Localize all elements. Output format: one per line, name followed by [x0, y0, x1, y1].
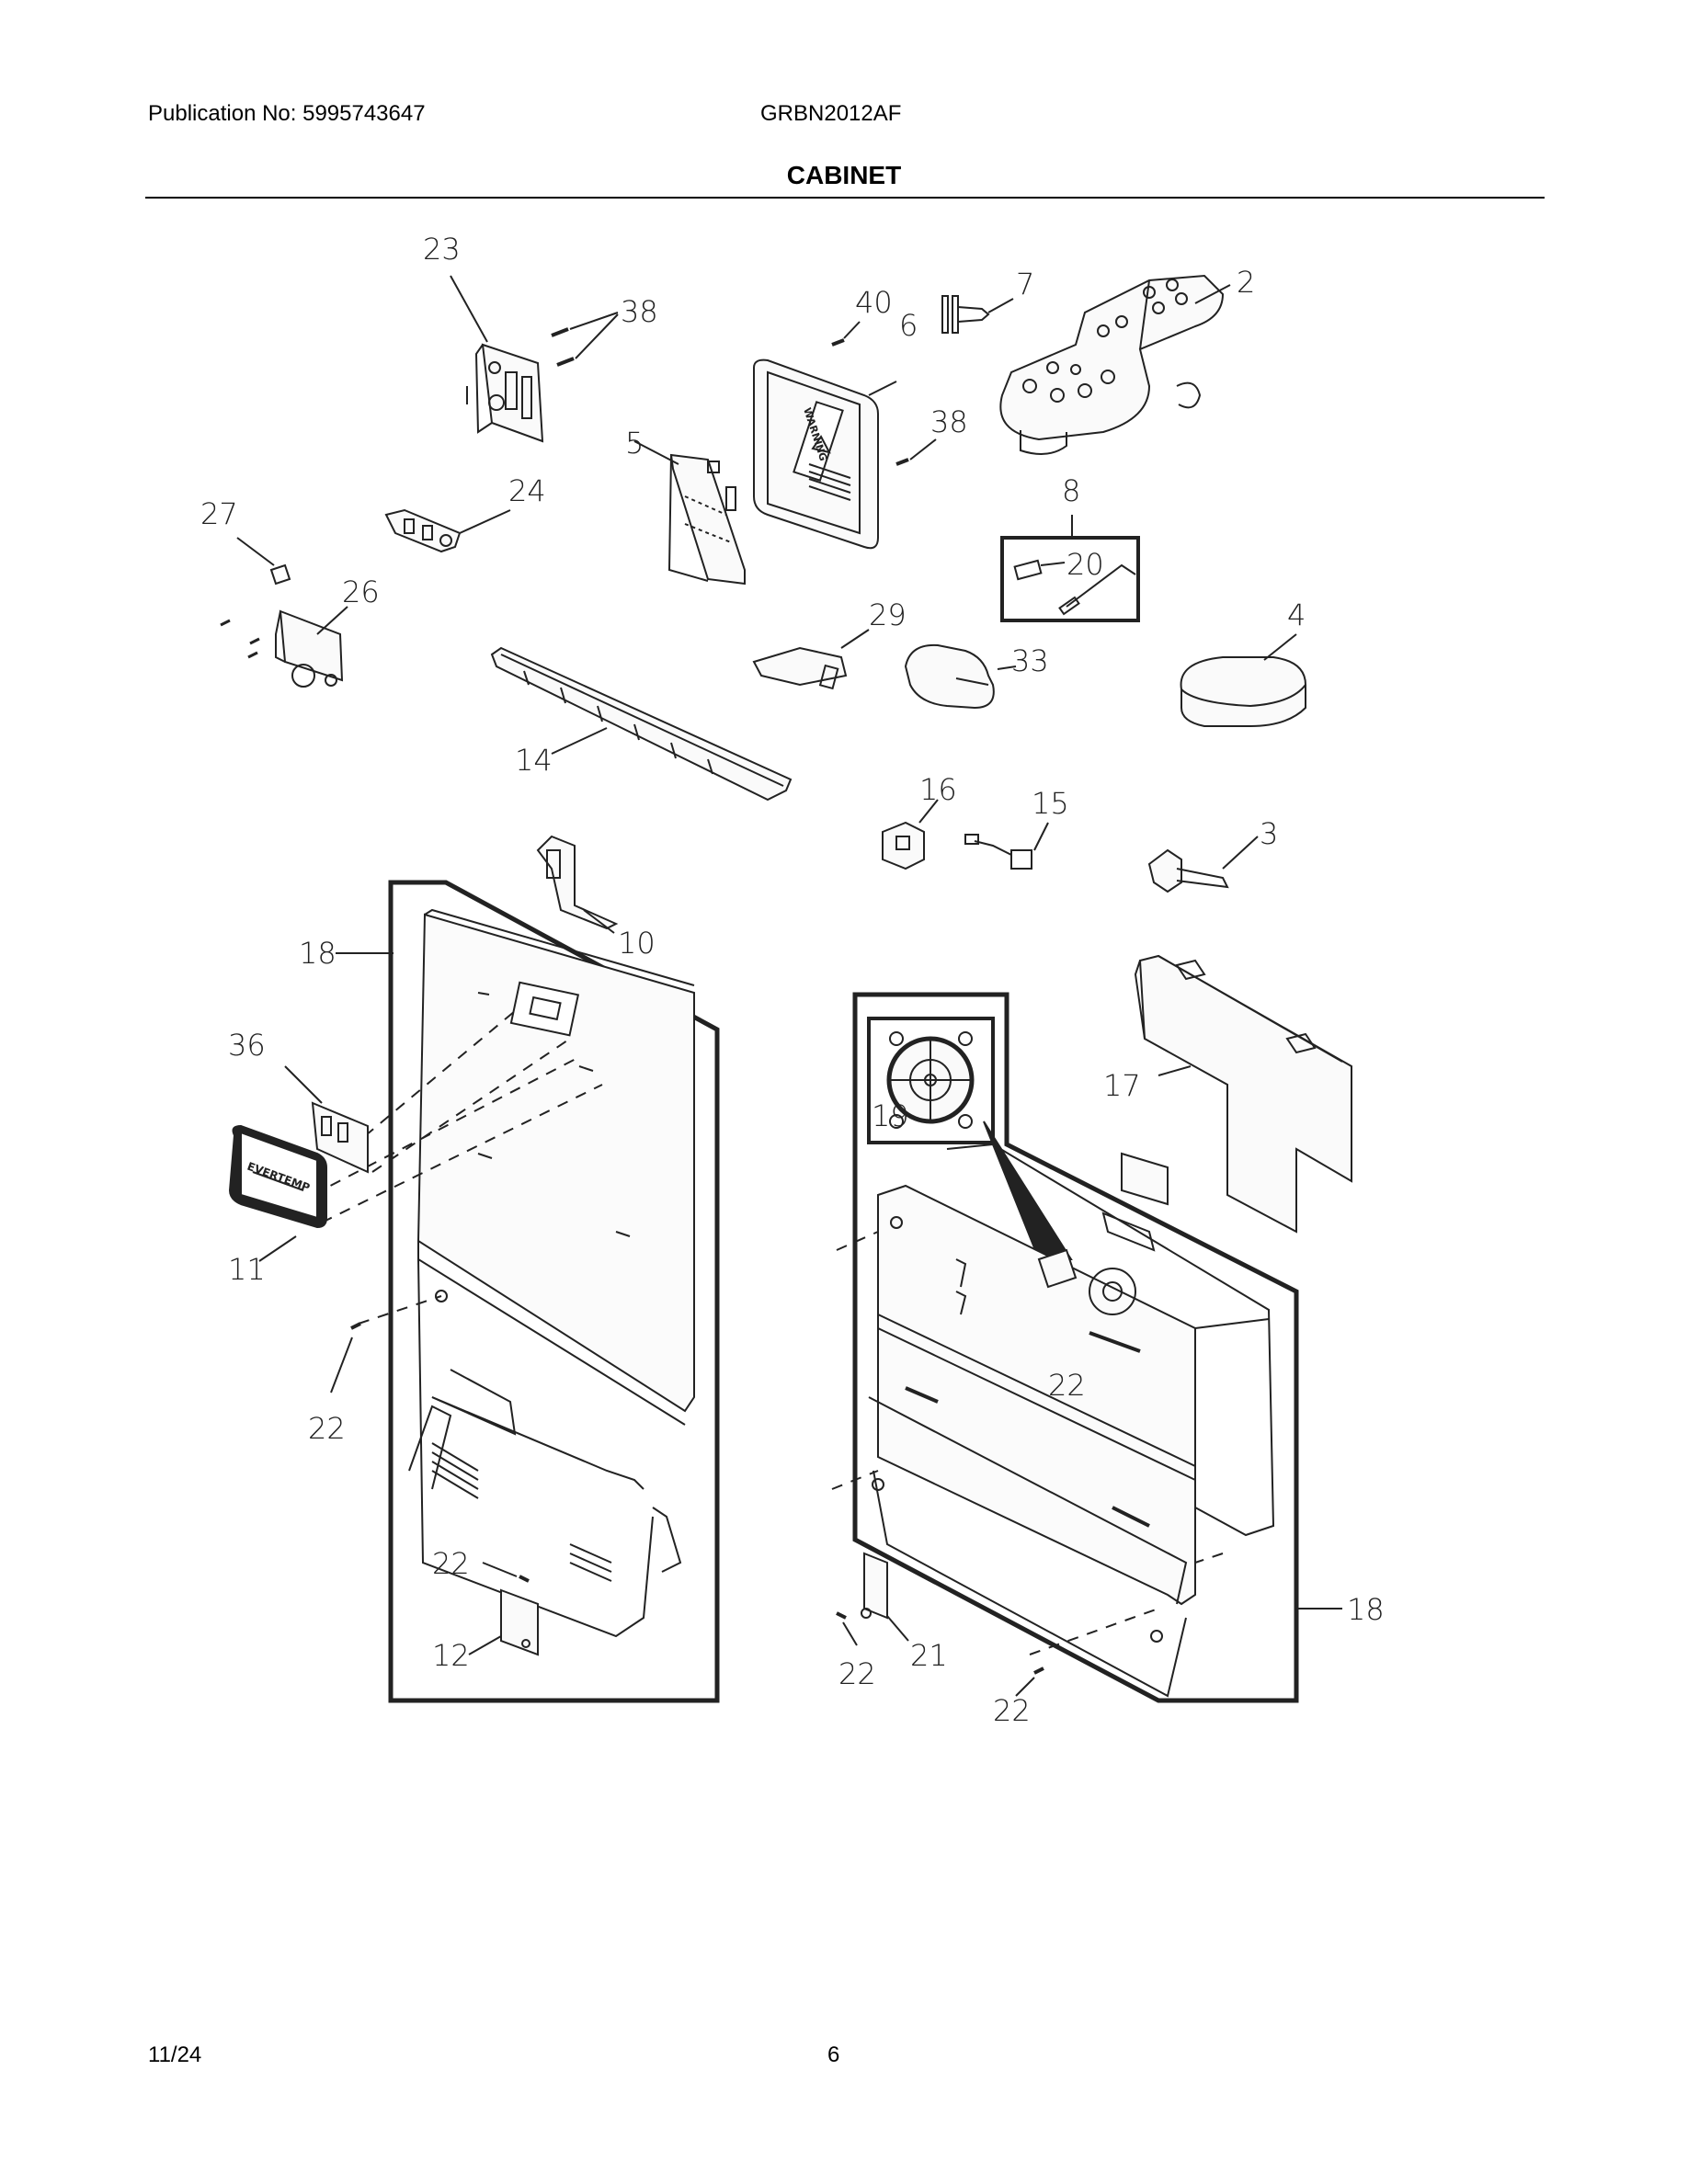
- part-4-cover: [1180, 633, 1306, 727]
- label-29: 29: [869, 597, 907, 632]
- part-5-control-board: [633, 440, 746, 586]
- label-7: 7: [1016, 267, 1034, 301]
- part-14-control-bar: [490, 646, 793, 802]
- callout-labels: 23 38 40 7 2 6 38 5 24 27 8 20 26 29 33 …: [200, 232, 1385, 1728]
- label-17: 17: [1103, 1068, 1141, 1103]
- right-alignment-lines: [831, 1231, 1224, 1655]
- label-20: 20: [1066, 547, 1104, 582]
- label-38: 38: [930, 404, 968, 439]
- left-door-panel: [408, 908, 695, 1638]
- part-38-screw-right: [895, 458, 909, 466]
- publication-number: Publication No: 5995743647: [148, 101, 426, 126]
- part-17-duct: [1134, 954, 1352, 1234]
- label-27: 27: [200, 496, 238, 531]
- label-14: 14: [515, 743, 553, 778]
- label-24: 24: [508, 473, 546, 508]
- label-18: 18: [299, 936, 336, 971]
- label-3: 3: [1260, 816, 1278, 851]
- label-15: 15: [1032, 786, 1069, 821]
- label-22: 22: [1048, 1368, 1086, 1403]
- part-24-bracket: [384, 508, 511, 553]
- label-36: 36: [228, 1028, 266, 1063]
- label-21: 21: [910, 1638, 948, 1673]
- label-19: 19: [872, 1098, 909, 1133]
- part-11-evertemp-badge: [228, 1124, 327, 1262]
- label-16: 16: [919, 772, 957, 807]
- part-36-clip: [284, 1065, 369, 1174]
- left-door-frame: [388, 880, 720, 1703]
- part-15-harness: [964, 822, 1049, 870]
- right-door-panel: [868, 1143, 1275, 1698]
- part-16-module: [882, 799, 939, 870]
- label-2: 2: [1237, 265, 1255, 300]
- label-5: 5: [625, 426, 644, 461]
- label-12: 12: [432, 1638, 470, 1673]
- label-26: 26: [342, 574, 380, 609]
- part-3-shaft: [1147, 836, 1259, 893]
- label-18: 18: [1347, 1592, 1385, 1627]
- part-33-housing: [904, 643, 1017, 710]
- part-10-bracket: [536, 835, 619, 934]
- label-22: 22: [308, 1411, 346, 1446]
- label-33: 33: [1011, 643, 1049, 678]
- label-11: 11: [228, 1252, 266, 1287]
- part-23-bracket: [466, 343, 544, 443]
- part-8-kit-box: [1000, 515, 1140, 622]
- page-title: CABINET: [786, 161, 902, 189]
- label-22: 22: [432, 1546, 470, 1581]
- label-38: 38: [621, 294, 658, 329]
- part-38-screws-top: [551, 312, 619, 367]
- page-number: 6: [827, 2042, 840, 2067]
- part-19-fan-box: [867, 1017, 1073, 1260]
- label-6: 6: [899, 308, 918, 343]
- part-12-cover-plate: [468, 1588, 539, 1656]
- label-22: 22: [838, 1656, 876, 1691]
- label-40: 40: [855, 285, 893, 320]
- right-door-frame: [852, 992, 1299, 1703]
- label-23: 23: [423, 232, 461, 267]
- label-22: 22: [993, 1693, 1031, 1728]
- label-10: 10: [618, 926, 656, 961]
- part-7-pin: [941, 295, 1014, 334]
- leader-23: [450, 275, 488, 343]
- label-4: 4: [1287, 597, 1306, 632]
- label-8: 8: [1062, 473, 1080, 508]
- part-27-clip: [236, 537, 291, 586]
- part-21-cover-plate: [861, 1552, 909, 1642]
- part-6-warning-cover: [753, 358, 897, 550]
- part-29-hinge-arm: [752, 629, 870, 690]
- footer-date: 11/24: [148, 2042, 202, 2067]
- model-number: GRBN2012AF: [760, 101, 902, 126]
- part-40-screw: [831, 338, 845, 347]
- header-divider: [145, 197, 1545, 199]
- left-alignment-lines: [312, 1010, 603, 1325]
- part-2-hinge: [999, 274, 1231, 455]
- part-26-housing: [220, 606, 348, 688]
